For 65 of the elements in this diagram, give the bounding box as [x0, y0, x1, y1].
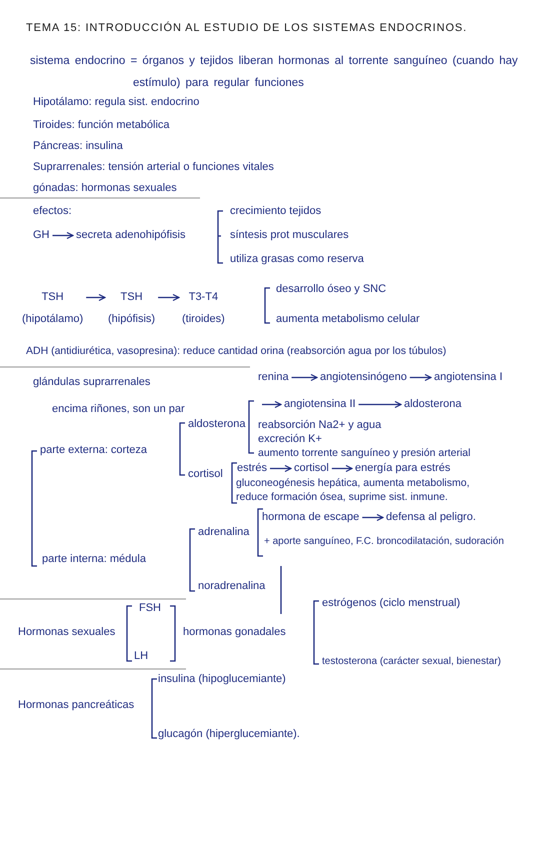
note-text: angiotensinógeno [320, 371, 407, 384]
note-text: reduce formación ósea, suprime sist. inmune. [236, 491, 448, 504]
note-text: testosterona (carácter sexual, bienestar) [322, 655, 501, 668]
note-text: reabsorción Na2+ y agua [258, 419, 382, 432]
note-text: efectos: [33, 205, 72, 218]
note-text: sistema endocrino = órganos y tejidos liberan hormonas al torrente sanguíneo (cuando hay estímulo) para regular funciones [30, 54, 519, 91]
note-text: + aporte sanguíneo, F.C. broncodilatación, sudoración [264, 535, 504, 548]
note-text: (hipotálamo) [22, 313, 84, 326]
note-text: hormonas gonadales [183, 626, 286, 639]
note-text: LH [134, 650, 148, 663]
note-text: adrenalina [198, 526, 250, 539]
note-text: glucagón (hiperglucemiante). [158, 728, 300, 741]
note-text: aumenta metabolismo celular [276, 313, 420, 326]
note-text: utiliza grasas como reserva [230, 253, 364, 266]
arrow [410, 374, 432, 382]
note-text: aldosterona [188, 418, 246, 431]
note-text: FSH [139, 602, 161, 615]
note-text: secreta adenohipófisis [76, 229, 186, 242]
arrow [332, 464, 353, 472]
note-text: Hipotálamo: regula sist. endocrino [33, 96, 200, 109]
note-text: encima riñones, son un par [52, 403, 185, 416]
note-text: estrés [237, 462, 267, 475]
note-text: insulina (hipoglucemiante) [158, 673, 286, 686]
note-text: GH [33, 229, 50, 242]
note-text: angiotensina I [434, 371, 502, 384]
note-text: estrógenos (ciclo menstrual) [322, 597, 460, 610]
arrow [270, 464, 292, 472]
note-text: Páncreas: insulina [33, 140, 123, 153]
note-text: TSH [120, 291, 144, 304]
note-text: Hormonas pancreáticas [18, 699, 134, 712]
note-text: excreción K+ [258, 433, 322, 446]
arrow [292, 374, 318, 382]
note-text: cortisol [188, 468, 223, 481]
note-text: glándulas suprarrenales [33, 376, 150, 389]
arrow [52, 232, 74, 240]
note-text: T3-T4 [188, 291, 220, 304]
note-text: Suprarrenales: tensión arterial o funciones vitales [33, 161, 274, 174]
arrow [86, 294, 106, 302]
arrow [262, 400, 282, 408]
note-text: Hormonas sexuales [18, 626, 116, 639]
note-text: noradrenalina [198, 580, 266, 593]
note-text: parte interna: médula [42, 553, 146, 566]
note-text: TSH [40, 291, 65, 304]
note-text: hormona de escape [262, 511, 360, 524]
note-text: gluconeogénesis hepática, aumenta metabolismo, [236, 477, 470, 490]
note-text: síntesis prot musculares [230, 229, 349, 242]
note-text: crecimiento tejidos [230, 205, 322, 218]
note-text: (tiroides) [182, 313, 225, 326]
note-text: ADH (antidiurética, vasopresina): reduce cantidad orina (reabsorción agua por los túbulos) [26, 345, 446, 358]
arrow [358, 400, 402, 408]
note-text: aldosterona [404, 398, 462, 411]
note-text: cortisol [294, 462, 329, 475]
note-text: angiotensina II [284, 398, 356, 411]
note-text: defensa al peligro. [386, 511, 476, 524]
note-text: (hipófisis) [108, 313, 156, 326]
note-text: Tiroides: función metabólica [33, 119, 170, 132]
note-text: renina [258, 371, 289, 384]
note-text: energía para estrés [355, 462, 450, 475]
note-text: gónadas: hormonas sexuales [33, 182, 177, 195]
arrow [158, 294, 180, 302]
note-text: desarrollo óseo y SNC [276, 283, 386, 296]
arrow [362, 514, 384, 522]
note-text: parte externa: corteza [40, 444, 148, 457]
page-title: TEMA 15: INTRODUCCIÓN AL ESTUDIO DE LOS SISTEMAS ENDOCRINOS. [26, 22, 468, 34]
note-text: aumento torrente sanguíneo y presión arterial [258, 447, 470, 460]
